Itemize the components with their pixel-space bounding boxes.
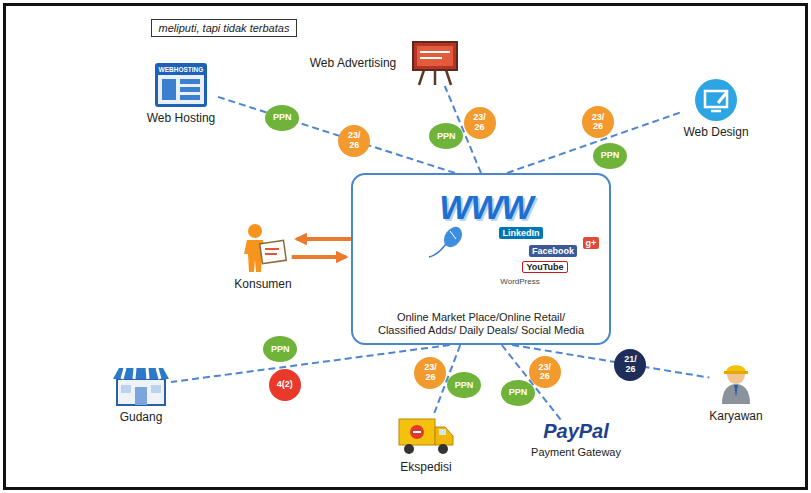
tax-badge: PPN (447, 372, 481, 398)
konsumen-icon (239, 222, 287, 274)
linkedin-logo: LinkedIn (499, 227, 542, 239)
node-label: Web Design (683, 125, 748, 139)
tax-code: 23/ 26 (345, 131, 363, 150)
tax-badge: 23/ 26 (464, 107, 496, 139)
facebook-logo: Facebook (529, 245, 577, 257)
tax-badge: PPN (429, 123, 463, 149)
web-advertising-node: Web Advertising (310, 40, 461, 86)
mouse-icon (425, 225, 465, 261)
tax-code: 4(2) (273, 380, 297, 389)
payment-gateway-node: PayPalPayment Gateway (531, 420, 621, 458)
flow-arrow (297, 237, 351, 241)
karyawan-icon (714, 358, 758, 406)
youtube-logo: YouTube (522, 261, 567, 273)
tax-code: 23/ 26 (421, 363, 439, 382)
node-label: Online Market Place/Online Retail/ Class… (374, 311, 589, 337)
ekspedisi-node: Ekspedisi (397, 413, 455, 474)
flow-arrow (292, 255, 346, 259)
dashed-link (171, 345, 450, 382)
www-logo: WWW (439, 188, 532, 227)
tax-badge: 23/ 26 (529, 356, 561, 388)
tax-code: 23/ 26 (536, 363, 554, 382)
tax-code: 23/ 26 (471, 113, 489, 132)
node-label: Ekspedisi (400, 460, 451, 474)
design-icon (694, 78, 738, 122)
node-label: Karyawan (709, 409, 762, 423)
dashed-link (507, 111, 683, 173)
tax-badge: 23/ 26 (338, 125, 370, 157)
tax-badge: PPN (593, 143, 627, 169)
tax-badge: 23/ 26 (582, 106, 614, 138)
node-label: Web Advertising (310, 56, 397, 70)
tax-badge: 4(2) (269, 369, 301, 401)
tax-badge: PPN (501, 380, 535, 406)
tax-code: PPN (437, 132, 456, 141)
dashed-link (215, 96, 455, 173)
konsumen-node: Konsumen (234, 222, 291, 291)
webhosting-text: WEBHOSTING (159, 66, 204, 73)
billboard-icon (410, 40, 460, 86)
tax-badge: 23/ 26 (414, 357, 446, 389)
wordpress-logo: WordPress (500, 277, 539, 286)
tax-code: PPN (455, 381, 474, 390)
gudang-icon (111, 365, 171, 407)
truck-icon (397, 413, 455, 457)
tax-code: PPN (273, 113, 292, 122)
node-label: Konsumen (234, 277, 291, 291)
gudang-node: Gudang (111, 365, 171, 424)
tax-code: PPN (509, 388, 528, 397)
node-label: PayPal (543, 420, 609, 443)
tax-code: PPN (601, 151, 620, 160)
google-plus-logo: g+ (583, 237, 600, 249)
note-box: meliputi, tapi tidak terbatas (151, 19, 298, 37)
tax-code: 23/ 26 (589, 113, 607, 132)
tax-badge: PPN (263, 336, 297, 362)
node-label: Payment Gateway (531, 446, 621, 458)
tax-code: PPN (271, 345, 290, 354)
tax-badge: 21/ 26 (614, 349, 646, 381)
web-design-node: Web Design (683, 78, 748, 139)
tax-badge: PPN (265, 105, 299, 131)
node-label: Web Hosting (147, 111, 215, 125)
tax-code: 21/ 26 (621, 355, 639, 374)
karyawan-node: Karyawan (709, 358, 762, 423)
dashed-link (502, 345, 561, 420)
node-label: meliputi, tapi tidak terbatas (159, 22, 290, 34)
node-label: Gudang (120, 410, 163, 424)
